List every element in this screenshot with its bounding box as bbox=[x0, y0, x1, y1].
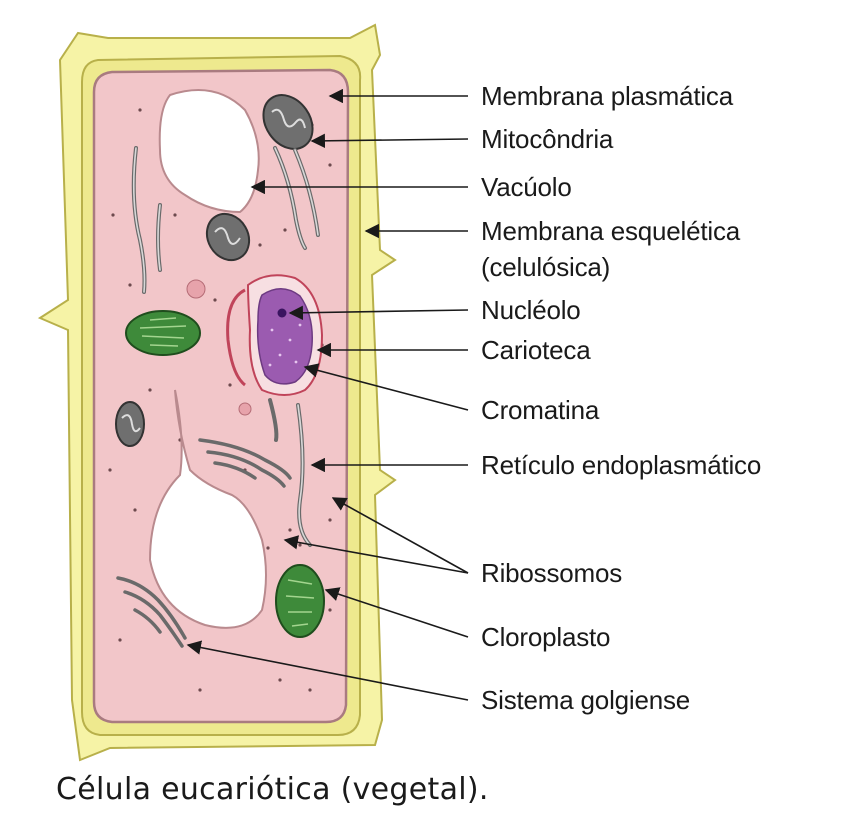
leader-lines bbox=[186, 88, 469, 701]
nucleus-icon bbox=[256, 288, 313, 385]
vacuole-lower bbox=[148, 389, 267, 629]
label-membrana-esqueletica-sub: (celulósica) bbox=[481, 252, 611, 282]
mitochondrion-icon bbox=[115, 94, 314, 447]
reticulum-loop bbox=[226, 288, 246, 387]
label-carioteca: Carioteca bbox=[481, 335, 591, 365]
label-sistema-golgiense: Sistema golgiense bbox=[481, 685, 691, 715]
vesicle bbox=[186, 279, 206, 299]
figure-caption: Célula eucariótica (vegetal). bbox=[56, 772, 489, 807]
label-membrana-esqueletica: Membrana esquelética bbox=[481, 216, 741, 246]
chloroplast-icon bbox=[125, 310, 325, 638]
chromatin-dots bbox=[268, 323, 302, 367]
label-mitocondria: Mitocôndria bbox=[481, 124, 614, 154]
golgi-icon bbox=[116, 438, 292, 648]
nucleolus-icon bbox=[277, 308, 287, 318]
label-cromatina: Cromatina bbox=[481, 395, 600, 425]
label-reticulo: Retículo endoplasmático bbox=[481, 450, 762, 480]
vacuole-icon bbox=[158, 89, 260, 214]
label-ribossomos: Ribossomos bbox=[481, 558, 623, 588]
label-cloroplasto: Cloroplasto bbox=[481, 622, 611, 652]
vesicle bbox=[238, 402, 252, 416]
label-membrana-plasmatica: Membrana plasmática bbox=[481, 81, 733, 111]
reticulum-inner bbox=[132, 147, 319, 546]
label-nucleolo: Nucléolo bbox=[481, 295, 581, 325]
label-vacuolo: Vacúolo bbox=[481, 172, 572, 202]
